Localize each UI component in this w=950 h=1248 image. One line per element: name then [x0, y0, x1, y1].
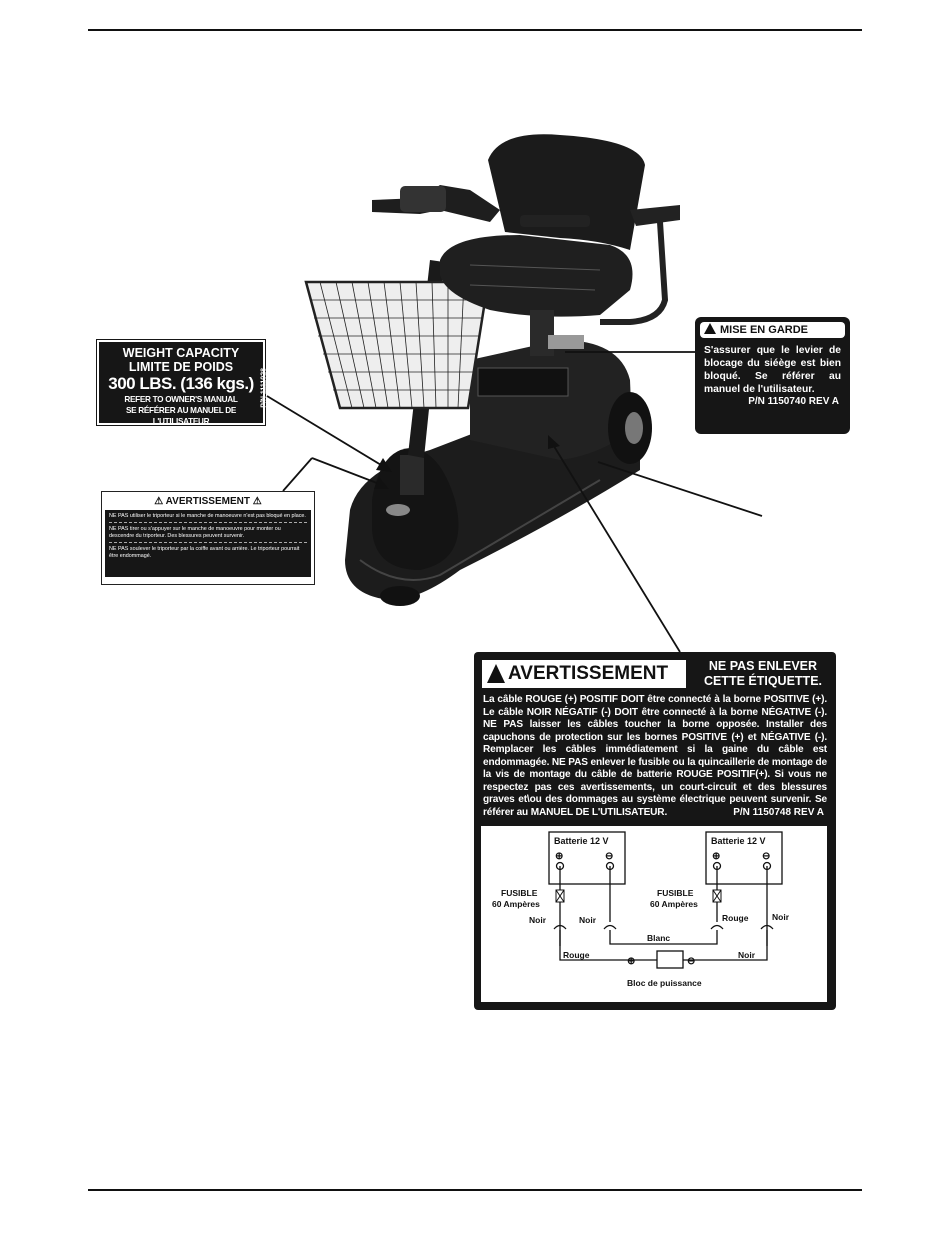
tiller-warning-body: NE PAS utiliser le triporteur si le manc… — [105, 510, 311, 577]
weight-line2: LIMITE DE POIDS — [128, 360, 234, 374]
wire-label-noir: Noir — [772, 912, 790, 922]
battery-warning-label: AVERTISSEMENT NE PAS ENLEVER CETTE ÉTIQU… — [474, 652, 836, 1010]
seat-caution-title: MISE EN GARDE — [720, 324, 809, 336]
battery-1-minus: ⊖ — [605, 851, 613, 862]
wire-label-noir: Noir — [529, 915, 547, 925]
battery-warning-text: La câble ROUGE (+) POSITIF DOIT être con… — [483, 694, 827, 818]
seat-caution-label: MISE EN GARDE S'assurer que le levier de… — [695, 317, 850, 434]
tiller-warning-item: NE PAS utiliser le triporteur si le manc… — [109, 513, 307, 523]
battery-1-plus: ⊕ — [555, 851, 563, 862]
seat-caution-title-bar: MISE EN GARDE — [700, 322, 845, 338]
weight-capacity-label: WEIGHT CAPACITY LIMITE DE POIDS 300 LBS.… — [96, 339, 268, 426]
battery-warning-part-number: P/N 1150748 REV A — [733, 807, 824, 818]
weight-part-number: P/N 1111028 — [261, 368, 268, 408]
battery-2-label: Batterie 12 V — [711, 836, 766, 846]
do-not-remove-line2: CETTE ÉTIQUETTE. — [703, 674, 822, 688]
tiller-shroud — [372, 448, 459, 570]
warning-triangle-icon — [487, 664, 505, 683]
wire-label-blanc: Blanc — [647, 933, 670, 943]
wire-label-noir: Noir — [579, 915, 597, 925]
battery-2-box — [705, 831, 783, 885]
leader-lines — [266, 351, 763, 653]
tiller-warning-item: NE PAS soulever le triporteur par la coi… — [109, 546, 300, 559]
battery-warning-header: AVERTISSEMENT NE PAS ENLEVER CETTE ÉTIQU… — [480, 658, 830, 690]
warning-triangle-icon: ⚠ — [154, 496, 164, 507]
seat-back — [488, 134, 645, 250]
wire-label-rouge: Rouge — [722, 913, 749, 923]
fuse-2-label: FUSIBLE — [657, 888, 694, 898]
fuse-1-label: FUSIBLE — [501, 888, 538, 898]
wiring-diagram: Batterie 12 V Batterie 12 V ⊕ ⊖ ⊕ ⊖ ⊕ ⊖ … — [481, 826, 827, 1002]
seat-cushion — [440, 235, 633, 317]
tiller-warning-header: ⚠ AVERTISSEMENT ⚠ — [105, 495, 311, 510]
do-not-remove-notice: NE PAS ENLEVER CETTE ÉTIQUETTE. — [704, 659, 822, 689]
power-block-minus: ⊖ — [687, 956, 695, 967]
battery-2-minus: ⊖ — [762, 851, 770, 862]
do-not-remove-line1: NE PAS ENLEVER — [708, 659, 818, 673]
basket — [304, 280, 490, 410]
warning-triangle-icon — [704, 323, 716, 334]
weight-line1: WEIGHT CAPACITY — [122, 346, 240, 360]
warning-triangle-icon: ⚠ — [252, 496, 262, 507]
battery-warning-title: AVERTISSEMENT — [508, 663, 669, 684]
seat-caution-text: S'assurer que le levier de blocage du si… — [704, 345, 841, 395]
weight-line4: REFER TO OWNER'S MANUAL — [124, 395, 238, 404]
battery-warning-badge: AVERTISSEMENT — [482, 660, 686, 688]
tiller-warning-title: AVERTISSEMENT — [165, 496, 250, 507]
power-block-plus: ⊕ — [627, 956, 635, 967]
front-wheel — [380, 586, 420, 606]
fuse-2-rating: 60 Ampères — [650, 899, 698, 909]
battery-2-plus: ⊕ — [712, 851, 720, 862]
battery-1-box — [548, 831, 626, 885]
fuse-1-rating: 60 Ampères — [492, 899, 540, 909]
weight-line3: 300 LBS. (136 kgs.) — [108, 374, 254, 393]
wire-label-noir: Noir — [738, 950, 756, 960]
tiller-warning-item: NE PAS tirer ou s'appuyer sur le manche … — [109, 526, 307, 543]
tiller-warning-label: ⚠ AVERTISSEMENT ⚠ NE PAS utiliser le tri… — [101, 491, 315, 585]
battery-1-label: Batterie 12 V — [554, 836, 609, 846]
wire-label-rouge: Rouge — [563, 950, 590, 960]
power-block-box — [656, 950, 684, 969]
bottom-rule — [88, 1189, 862, 1191]
top-rule — [88, 29, 862, 31]
seat-caution-part-number: P/N 1150740 REV A — [748, 396, 839, 407]
power-block-label: Bloc de puissance — [627, 978, 702, 988]
weight-line5: SE RÉFÉRER AU MANUEL DE L'UTILISATEUR — [125, 406, 236, 426]
